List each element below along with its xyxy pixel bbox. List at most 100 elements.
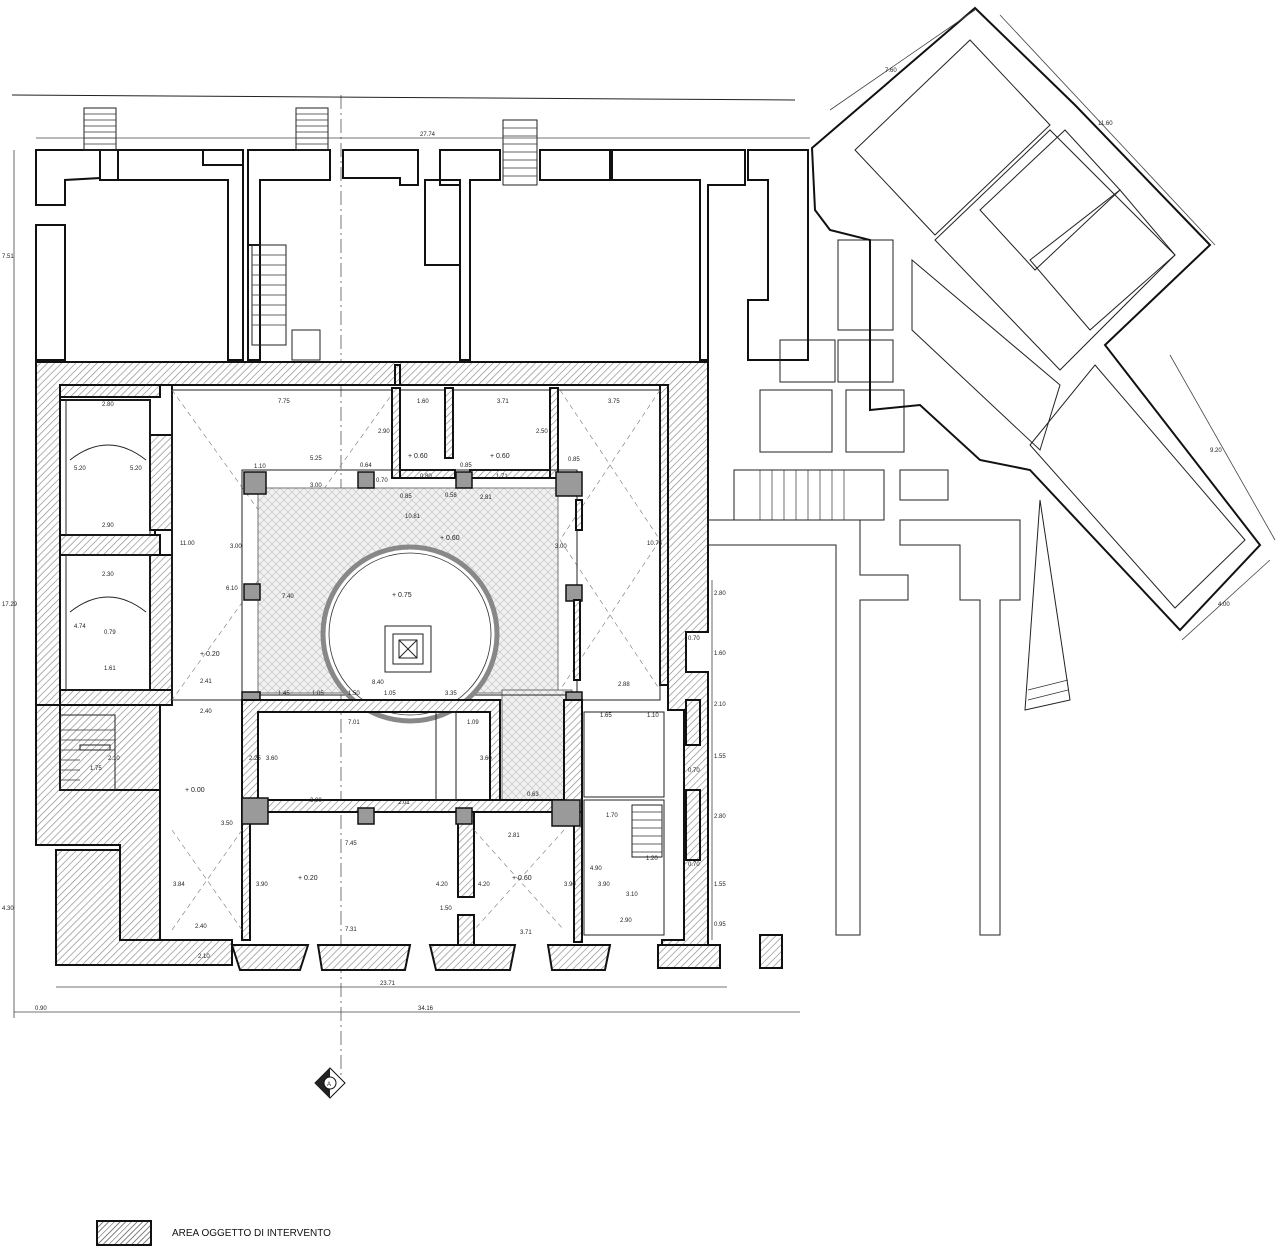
- dim-wing-diag: 9.20: [1210, 448, 1222, 454]
- level-fountain: + 0.75: [392, 592, 412, 599]
- dim-wing-top: 7.60: [885, 68, 897, 74]
- dim-hall-top-left: 7.75: [278, 399, 290, 405]
- dim-right-room2: 1.10: [647, 713, 659, 719]
- vdim-1: 3.60: [480, 756, 492, 762]
- vdim-14: 1.75: [90, 766, 102, 772]
- right-dimensions: 0.70 1.60 2.10 1.55 0.70 2.80 1.55 0.70 …: [685, 580, 726, 940]
- dim-court-pier6: 1.71: [496, 474, 508, 480]
- dim-right-1: 0.70: [688, 636, 700, 642]
- top-mid-rooms: [391, 387, 559, 479]
- vdim-10: 3.84: [173, 882, 185, 888]
- pillar: [241, 797, 269, 825]
- dim-seg4: 1.05: [384, 691, 396, 697]
- pillar: [243, 583, 261, 601]
- dim-court-pier4: 0.70: [376, 478, 388, 484]
- dim-hall-top-right: 3.75: [608, 399, 620, 405]
- vdim-8: 4.90: [590, 866, 602, 872]
- dim-right-7: 1.55: [714, 882, 726, 888]
- left-room-2: 2.30 4.74 0.79 1.61: [65, 554, 151, 691]
- vdim-16: 3.00: [230, 544, 242, 550]
- legend-hatch-swatch: [96, 1220, 152, 1246]
- dim-hall-right-bottom: 2.88: [618, 682, 630, 688]
- level-top-left: + 0.60: [408, 453, 428, 460]
- dim-seg5: 3.35: [445, 691, 457, 697]
- legend: AREA OGGETTO DI INTERVENTO: [96, 1218, 331, 1248]
- dim-lower-mid2: 2.01: [398, 800, 410, 806]
- dim-lower-left2: 2.10: [198, 954, 210, 960]
- dim-hall-top-mid2: 3.71: [497, 399, 509, 405]
- dim-lower-right-width: 2.90: [620, 918, 632, 924]
- vdim-13: 1.50: [440, 906, 452, 912]
- dim-left-room2-h3: 1.61: [104, 666, 116, 672]
- dim-court-inner-height: 7.40: [282, 594, 294, 600]
- dim-bottom-inner: 23.71: [380, 981, 396, 987]
- dim-seg1: 1.45: [278, 691, 290, 697]
- intervention-area: [35, 361, 783, 971]
- dim-hall-left-height: 11.00: [180, 541, 195, 547]
- stairs-north-2: [295, 107, 329, 151]
- legend-label: AREA OGGETTO DI INTERVENTO: [172, 1227, 331, 1239]
- dim-bottom-offset: 0.90: [35, 1006, 47, 1012]
- section-marker: A: [314, 1067, 346, 1099]
- vdim-11: 3.90: [598, 882, 610, 888]
- left-room-1: 2.80 2.90 5.20 5.20: [65, 399, 151, 536]
- dim-lower-bottom-right: 3.71: [520, 930, 532, 936]
- vdim-4: 3.50: [221, 821, 233, 827]
- dim-lower-right-span: 2.81: [508, 833, 520, 839]
- dim-top-total: 27.74: [420, 132, 436, 138]
- vdim-15: 6.10: [226, 586, 238, 592]
- vdim-17: 2.90: [378, 429, 390, 435]
- dim-left-room2-h2: 0.79: [104, 630, 116, 636]
- dim-court-inner-width: 8.40: [372, 680, 384, 686]
- vdim-19: 2.50: [536, 429, 548, 435]
- dim-court-pillar-gap: 3.00: [310, 483, 322, 489]
- pillar: [243, 471, 267, 495]
- level-room-lower-right: + 0.60: [512, 875, 532, 882]
- dim-wing-end: 4.00: [1218, 602, 1230, 608]
- dim-seg2: 1.05: [312, 691, 324, 697]
- vdim-5: 4.20: [436, 882, 448, 888]
- pillar: [555, 471, 583, 497]
- dim-seg3: 1.50: [348, 691, 360, 697]
- dim-lower-mid: 3.00: [310, 798, 322, 804]
- dim-right-9: 0.95: [714, 922, 726, 928]
- stairs-north-3: [502, 119, 538, 186]
- dim-hall-left-bottom: 2.41: [200, 679, 212, 685]
- level-top-mid: + 0.60: [490, 453, 510, 460]
- vdim-7: 3.90: [564, 882, 576, 888]
- vertical-dimension-labels: 3.60 3.60 3.90 3.50 4.20 4.20 3.90 4.90 …: [90, 429, 638, 912]
- dim-court-top-span: 5.25: [310, 456, 322, 462]
- north-building: [35, 107, 746, 361]
- dim-court-pier5: 0.58: [445, 493, 457, 499]
- dim-left-lower: 4.30: [2, 906, 14, 912]
- dim-right-room3: 1.70: [606, 813, 618, 819]
- dim-court-pier9: 0.85: [400, 494, 412, 500]
- dim-left-upper: 7.51: [2, 254, 14, 260]
- central-court: + 0.75 + 0.60 10.81 8.40 7.40 3.00 5.25 …: [241, 456, 583, 809]
- top-reference-line: [11, 94, 796, 101]
- dim-court-pier8: 0.85: [568, 457, 580, 463]
- stairs-north-1: [83, 107, 117, 151]
- level-stair-hall: + 0.00: [185, 787, 205, 794]
- pillar: [455, 807, 473, 825]
- dim-lower-left3: 2.40: [200, 709, 212, 715]
- dim-left-room2-h: 4.74: [74, 624, 86, 630]
- dim-court-width: 10.81: [405, 514, 421, 520]
- level-court: + 0.60: [440, 535, 460, 542]
- dim-right-5: 0.70: [688, 768, 700, 774]
- dim-hall-top-mid: 1.60: [417, 399, 429, 405]
- pillar: [565, 584, 583, 602]
- level-room-lower: + 0.20: [298, 875, 318, 882]
- dim-left-room1-bottom: 2.90: [102, 523, 114, 529]
- vdim-12: 2.25: [249, 756, 261, 762]
- dim-right-8: 0.70: [688, 862, 700, 868]
- dim-court-pier1: 0.64: [360, 463, 372, 469]
- vdim-9: 3.10: [626, 892, 638, 898]
- dim-right-2: 1.60: [714, 651, 726, 657]
- dim-court-bottom: 0.63: [527, 792, 539, 798]
- dim-left-room1-h1: 5.20: [74, 466, 86, 472]
- northeast-wing: 7.60 11.60 9.20 4.00: [810, 6, 1276, 711]
- pillar: [551, 799, 581, 827]
- dim-court-pier2: 0.85: [460, 463, 472, 469]
